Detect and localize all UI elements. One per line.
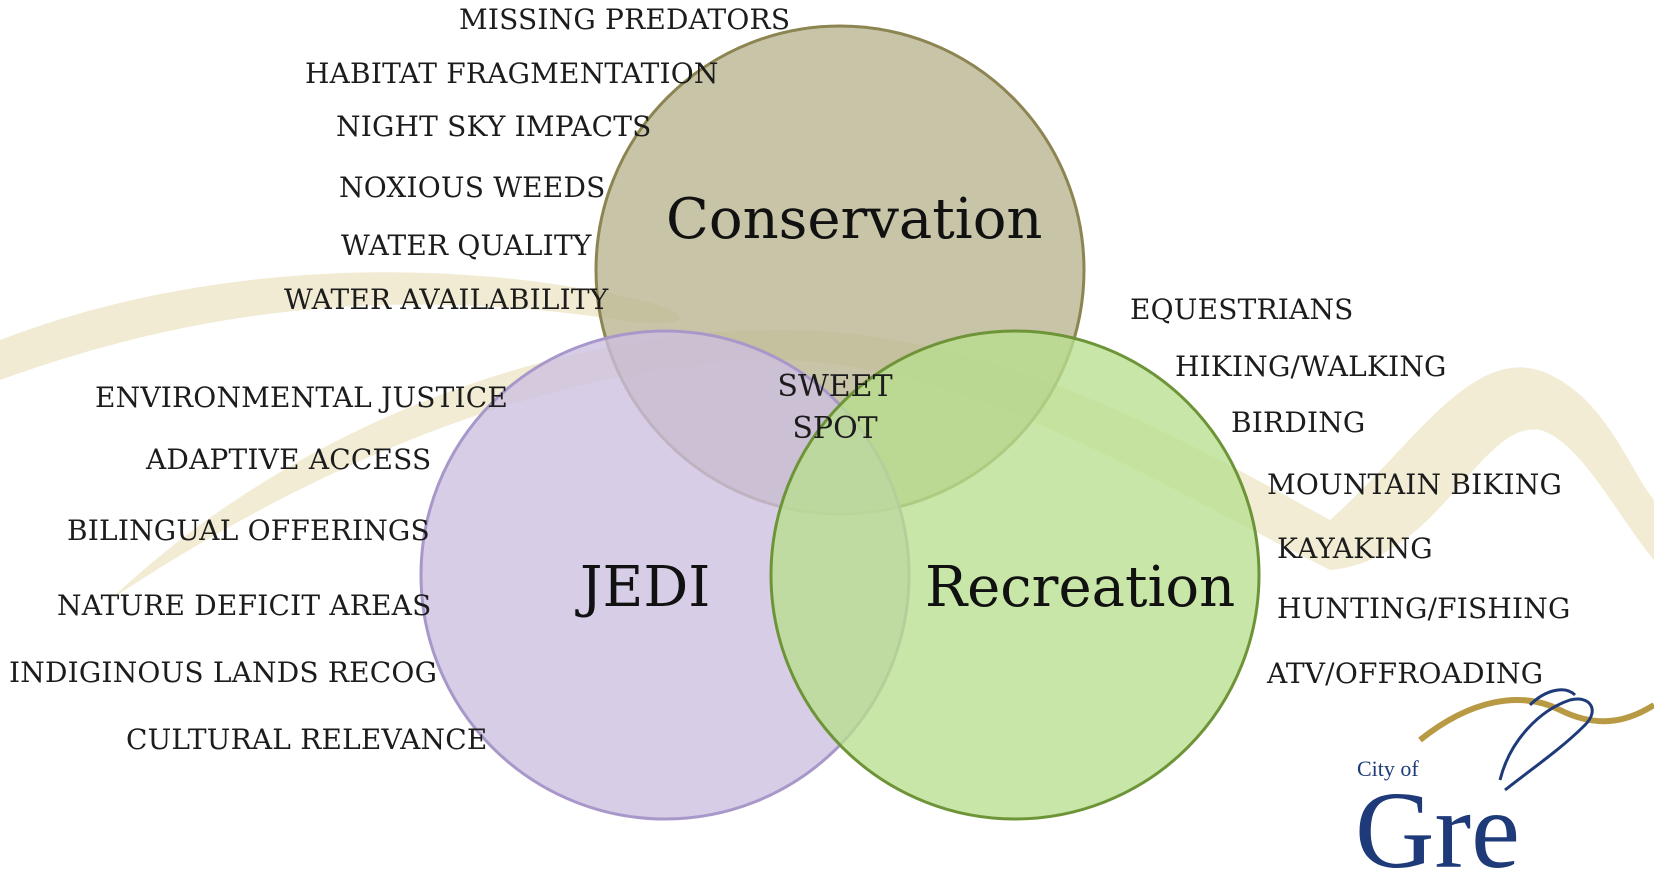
recreation-item: EQUESTRIANS	[1130, 293, 1354, 326]
diagram-canvas	[0, 24, 1654, 821]
sweet-spot-line-2: SPOT	[792, 411, 878, 446]
conservation-item: WATER QUALITY	[341, 229, 592, 262]
recreation-item: BIRDING	[1231, 406, 1366, 439]
conservation-item: HABITAT FRAGMENTATION	[305, 57, 719, 90]
venn-diagram: Conservation JEDI Recreation SWEET SPOT …	[0, 3, 1654, 885]
jedi-item: INDIGINOUS LANDS RECOG	[9, 656, 438, 689]
conservation-item: WATER AVAILABILITY	[284, 283, 609, 316]
recreation-item: HIKING/WALKING	[1175, 350, 1447, 383]
city-logo-small-text: City of	[1357, 756, 1419, 781]
jedi-item: CULTURAL RELEVANCE	[126, 723, 488, 756]
conservation-item: NOXIOUS WEEDS	[339, 171, 606, 204]
sweet-spot-label: SWEET SPOT	[760, 366, 910, 450]
jedi-item: BILINGUAL OFFERINGS	[67, 514, 430, 547]
sweet-spot-line-1: SWEET	[777, 369, 893, 404]
recreation-item: MOUNTAIN BIKING	[1267, 468, 1563, 501]
recreation-item: HUNTING/FISHING	[1277, 592, 1571, 625]
jedi-item: ADAPTIVE ACCESS	[146, 443, 432, 476]
recreation-item: KAYAKING	[1277, 532, 1433, 565]
jedi-item: ENVIRONMENTAL JUSTICE	[95, 381, 509, 414]
jedi-title: JEDI	[580, 555, 711, 620]
recreation-circle	[769, 329, 1261, 821]
conservation-title: Conservation	[666, 187, 1043, 252]
jedi-item: NATURE DEFICIT AREAS	[57, 589, 432, 622]
recreation-item: ATV/OFFROADING	[1267, 657, 1544, 690]
city-logo-emblem	[1418, 688, 1654, 792]
conservation-item: MISSING PREDATORS	[459, 3, 791, 36]
conservation-item: NIGHT SKY IMPACTS	[336, 110, 652, 143]
city-logo-large-text: Gre	[1355, 769, 1520, 891]
recreation-title: Recreation	[925, 555, 1236, 620]
